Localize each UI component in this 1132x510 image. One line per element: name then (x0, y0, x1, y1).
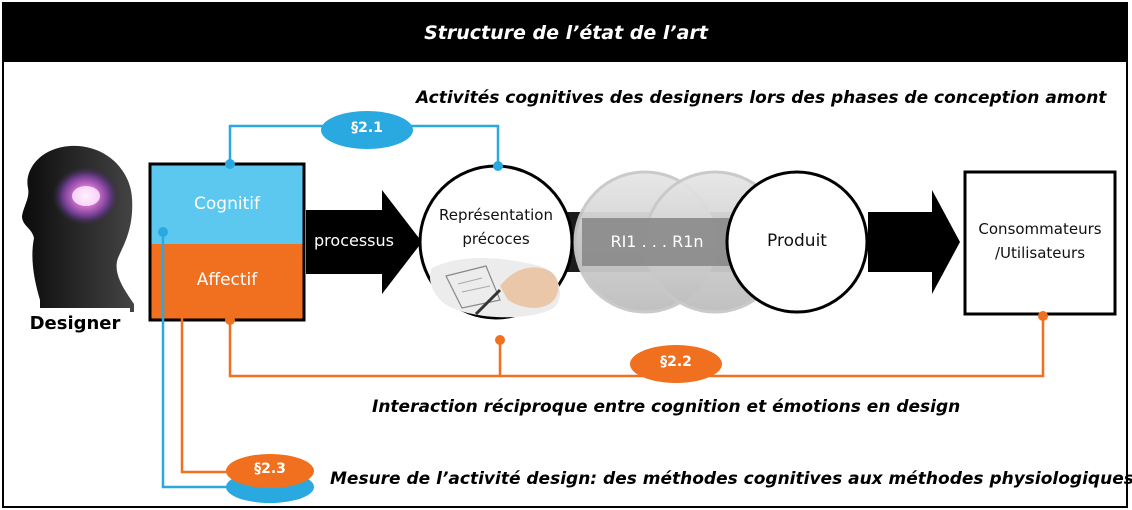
badge-s21 (321, 111, 413, 149)
caption-interaction: Interaction réciproque entre cognition e… (372, 397, 961, 417)
caption-measure: Mesure de l’activité design: des méthode… (330, 469, 1132, 489)
designer-label: Designer (29, 312, 121, 334)
cognitive-box (150, 164, 304, 244)
consumers-box (963, 170, 1117, 316)
consumers-label-line2: /Utilisateurs (994, 244, 1086, 262)
consumer-arrow (868, 190, 960, 294)
sketch-hand-illustration (429, 258, 561, 318)
caption-cognitive-activities: Activités cognitives des designers lors … (416, 88, 1107, 108)
representation-label-line1: Représentation (439, 206, 553, 224)
affective-label: Affectif (196, 270, 258, 290)
badge-s23-label: §2.3 (254, 461, 286, 477)
badge-s23 (226, 454, 314, 488)
consumers-label-line1: Consommateurs (978, 220, 1102, 238)
intermediate-label: RI1 . . . R1n (610, 232, 704, 251)
designer-label-box: Designer (20, 308, 130, 338)
product-label: Produit (767, 231, 827, 251)
badge-s22 (630, 345, 722, 383)
process-arrow (306, 190, 422, 294)
process-label: processus (314, 231, 394, 250)
badge-s22-label: §2.2 (660, 354, 692, 370)
cognitive-label: Cognitif (194, 194, 260, 214)
designer-head-illustration (22, 145, 134, 312)
affective-box (150, 244, 304, 320)
page-title: Structure de l’état de l’art (424, 22, 708, 44)
orange-connectors (180, 310, 1045, 474)
representation-label-line2: précoces (462, 230, 530, 248)
title-bar: Structure de l’état de l’art (4, 4, 1128, 62)
badge-s21-label: §2.1 (351, 120, 383, 136)
product-circle (725, 170, 869, 314)
